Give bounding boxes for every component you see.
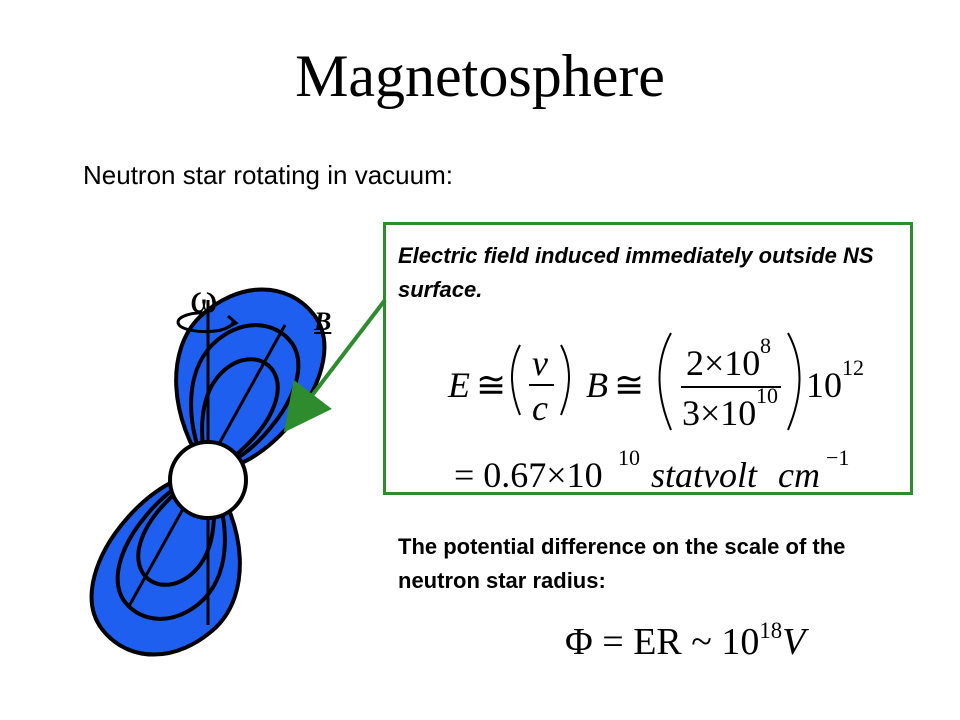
phi-eq-exp: 18: [759, 618, 783, 643]
b-field-label: B: [314, 307, 332, 336]
eq1-frac2-den-exp: 10: [756, 383, 778, 408]
rotation-arrow-icon: [176, 311, 235, 334]
slide-subtitle: Neutron star rotating in vacuum:: [83, 160, 453, 190]
potential-description: The potential difference on the scale of…: [398, 534, 846, 593]
eq2-exp: 10: [618, 445, 640, 470]
omega-symbol: ω: [190, 276, 218, 322]
eq1-frac2-den: 3×10: [682, 393, 756, 433]
eq1-frac1-num: v: [532, 343, 548, 383]
neutron-star: [168, 440, 248, 520]
phi-eq-prefix: Φ = ER ~ 10: [565, 620, 760, 663]
eq1-frac2-num: 2×10: [686, 343, 760, 383]
eq1-approx-1: ≅: [476, 365, 506, 405]
eq1-factor-exp: 12: [842, 355, 864, 380]
electric-field-box: Electric field induced immediately outsi…: [383, 222, 913, 495]
eq2-unit2-exp: −1: [826, 445, 849, 470]
efield-equation-1: E ≅ v c B ≅ 2×10 8 3×10 10 10 12 = 0.67×…: [447, 332, 864, 495]
pointer-arrow-icon: [283, 298, 387, 433]
efield-heading: Electric field induced immediately outsi…: [398, 243, 874, 302]
eq1-frac1-den: c: [532, 388, 548, 428]
slide-title: Magnetosphere: [295, 43, 665, 109]
eq2-prefix: = 0.67×10: [454, 455, 603, 495]
eq2-unit2: cm: [778, 455, 820, 495]
eq1-B: B: [586, 365, 608, 405]
eq1-approx-2: ≅: [614, 365, 644, 405]
phi-eq-unit: V: [782, 620, 806, 663]
potential-equation: Φ = ER ~ 1018V: [565, 618, 805, 664]
eq1-frac2-num-exp: 8: [760, 333, 771, 358]
eq1-factor: 10: [806, 365, 842, 405]
eq2-unit1: statvolt: [651, 455, 758, 495]
eq1-lhs: E: [447, 365, 470, 405]
